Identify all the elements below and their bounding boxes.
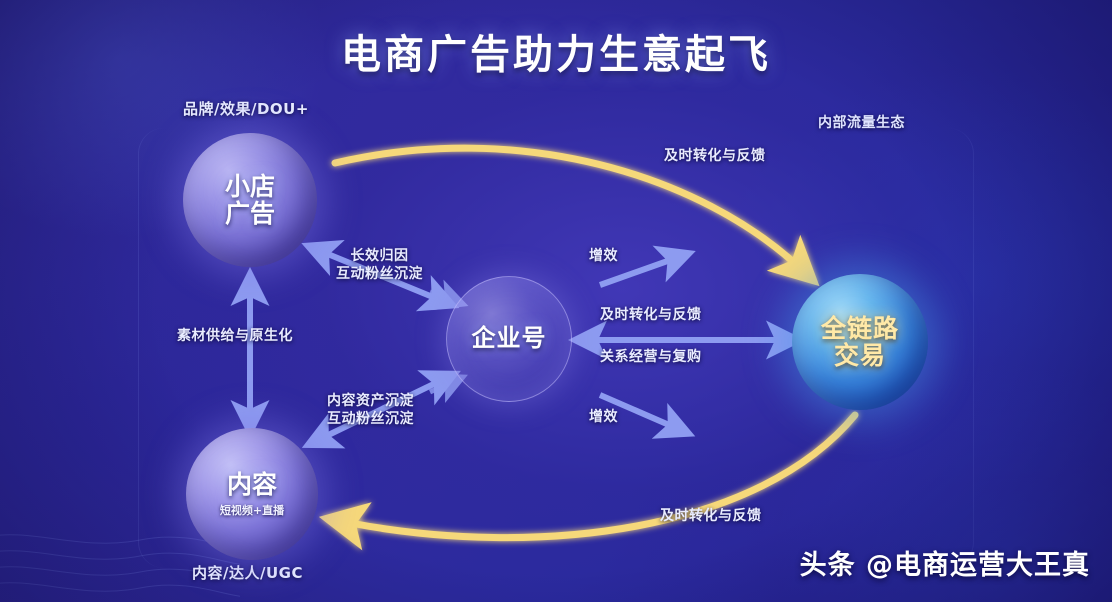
node-full-chain-deal[interactable]: 全链路 交易 [792,274,928,410]
label-middle-conversion: 及时转化与反馈 [600,307,702,323]
node-full-chain-deal-line1: 全链路 [820,314,899,343]
node-shop-ad-line1: 小店 [224,172,275,201]
label-relationship-repurchase: 关系经营与复购 [600,349,702,365]
label-content-asset: 内容资产沉淀 互动粉丝沉淀 [327,392,414,429]
watermark: 头条 @电商运营大王真 [799,550,1090,581]
label-content-asset-line1: 内容资产沉淀 [327,393,414,409]
caption-top-right: 内部流量生态 [818,115,905,131]
node-enterprise-account[interactable]: 企业号 [446,276,572,402]
label-top-curve: 及时转化与反馈 [664,148,766,164]
node-shop-ad-label: 小店 广告 [225,173,275,227]
caption-bottom-left: 内容/达人/UGC [192,564,303,582]
label-gain-top: 增效 [589,248,618,264]
page-title: 电商广告助力生意起飞 [341,32,771,78]
label-material-supply: 素材供给与原生化 [177,328,293,344]
label-attribution-line1: 长效归因 [350,248,409,264]
label-attribution-line2: 互动粉丝沉淀 [336,266,423,283]
node-shop-ad-line2: 广告 [224,199,275,228]
caption-top-left: 品牌/效果/DOU+ [183,100,309,118]
label-attribution: 长效归因 互动粉丝沉淀 [336,247,423,284]
label-content-asset-line2: 互动粉丝沉淀 [327,411,414,428]
label-bottom-curve: 及时转化与反馈 [660,508,762,524]
label-gain-bottom: 增效 [589,409,618,425]
node-content-sublabel: 短视频+直播 [219,503,285,517]
decorative-wave-lines [0,534,240,597]
node-shop-ad[interactable]: 小店 广告 [183,133,317,267]
node-full-chain-deal-line2: 交易 [833,341,886,370]
node-content[interactable]: 内容 短视频+直播 [186,428,318,560]
node-content-label: 内容 [226,469,277,499]
node-full-chain-deal-label: 全链路 交易 [821,315,899,369]
node-enterprise-account-label: 企业号 [471,324,547,353]
